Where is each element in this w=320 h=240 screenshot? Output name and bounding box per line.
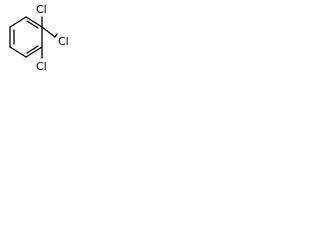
ring-double-bond-top	[26, 20, 39, 29]
bond-to-ch2	[41, 26, 56, 38]
cl-chain-label: Cl	[58, 35, 69, 48]
ring-bond-bottom-left	[9, 46, 27, 58]
cl-top-label: Cl	[36, 3, 47, 16]
ring-bond-bottom-right	[25, 46, 43, 58]
ring-bond-top	[9, 16, 27, 28]
ring-bond-top-right	[25, 16, 43, 28]
cl-bottom-label: Cl	[36, 60, 47, 73]
bond-ch2-to-cl	[54, 33, 58, 38]
ring-double-bond-bottom	[26, 45, 39, 54]
chemical-structure: Cl Cl Cl	[9, 3, 69, 73]
